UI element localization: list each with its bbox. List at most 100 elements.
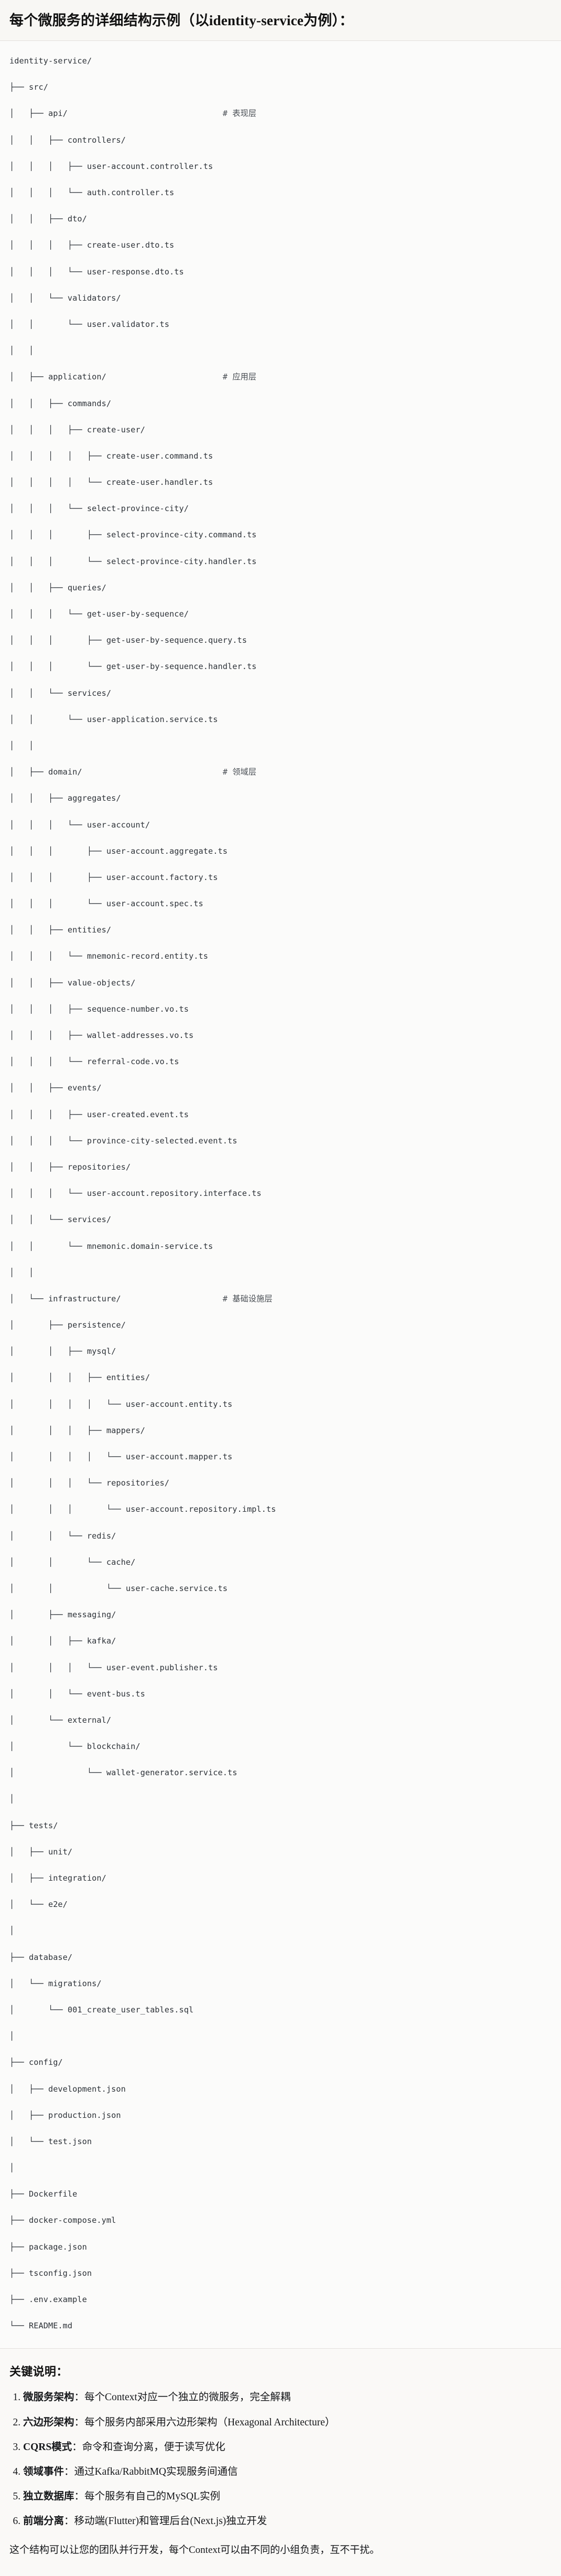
tree-row-path: │ └── test.json <box>9 2136 92 2146</box>
key-note-body: ：命令和查询分离，便于读写优化 <box>72 2441 225 2453</box>
tree-row-path: │ │ │ ├── entities/ <box>9 1373 150 1383</box>
tree-row-path: ├── Dockerfile <box>9 2189 78 2199</box>
tree-row-comment: # 基础设施层 <box>222 1294 273 1303</box>
tree-row-spacer <box>121 1294 223 1303</box>
tree-row-path: │ └── external/ <box>9 1715 112 1725</box>
tree-row-path: identity-service/ <box>9 56 92 66</box>
tree-row-path: │ ├── api/ <box>9 109 68 119</box>
tree-row: │ │ ├── aggregates/ <box>9 792 552 805</box>
tree-row: │ └── wallet-generator.service.ts <box>9 1766 552 1779</box>
tree-row-path: │ │ │ │ └── user-account.mapper.ts <box>9 1452 233 1462</box>
tree-row-spacer <box>106 372 223 381</box>
key-note-body: ：每个服务内部采用六边形架构（Hexagonal Architecture） <box>74 2416 336 2428</box>
key-note-label: CQRS模式 <box>23 2441 72 2453</box>
tree-row-path: └── README.md <box>9 2321 73 2331</box>
tree-row: │ │ └── services/ <box>9 687 552 700</box>
tree-row: │ <box>9 1924 552 1937</box>
tree-row: │ │ └── validators/ <box>9 292 552 305</box>
tree-row-path: │ │ │ ├── select-province-city.command.t… <box>9 530 257 540</box>
tree-row: │ │ └── user-application.service.ts <box>9 713 552 726</box>
key-note-item: 微服务架构：每个Context对应一个独立的微服务，完全解耦 <box>23 2390 552 2405</box>
tree-row: ├── package.json <box>9 2241 552 2254</box>
tree-row: │ │ ├── controllers/ <box>9 134 552 147</box>
tree-row: │ │ ├── mysql/ <box>9 1345 552 1358</box>
tree-row-path: │ ├── production.json <box>9 2110 121 2120</box>
tree-row: │ │ │ └── select-province-city.handler.t… <box>9 555 552 568</box>
tree-row-path: │ │ └── event-bus.ts <box>9 1689 145 1699</box>
tree-row: │ │ ├── commands/ <box>9 397 552 410</box>
key-note-label: 微服务架构 <box>23 2392 74 2403</box>
tree-row: ├── docker-compose.yml <box>9 2214 552 2227</box>
tree-row-path: │ │ └── cache/ <box>9 1557 136 1567</box>
tree-row-path: │ │ │ └── mnemonic-record.entity.ts <box>9 951 208 961</box>
tree-row: │ │ │ ├── user-account.aggregate.ts <box>9 845 552 858</box>
tree-row-path: │ │ ├── repositories/ <box>9 1162 131 1172</box>
tree-row-path: │ │ ├── aggregates/ <box>9 793 121 803</box>
tree-row: │ │ ├── repositories/ <box>9 1161 552 1174</box>
tree-row: │ ├── development.json <box>9 2083 552 2096</box>
directory-tree: identity-service/ ├── src/ │ ├── api/ # … <box>9 55 552 2333</box>
tree-row-path: │ │ │ ├── sequence-number.vo.ts <box>9 1004 189 1014</box>
tree-row: │ │ │ └── user-event.publisher.ts <box>9 1661 552 1674</box>
tree-row-path: │ │ │ │ ├── create-user.command.ts <box>9 451 213 461</box>
tree-row: ├── .env.example <box>9 2293 552 2306</box>
tree-row: │ <box>9 2030 552 2043</box>
tree-row: │ │ │ ├── sequence-number.vo.ts <box>9 1003 552 1016</box>
tree-row-path: │ │ │ ├── get-user-by-sequence.query.ts <box>9 635 247 645</box>
tree-row: │ │ │ └── province-city-selected.event.t… <box>9 1135 552 1148</box>
tree-row: │ │ │ ├── create-user/ <box>9 423 552 437</box>
tree-row: │ │ │ ├── create-user.dto.ts <box>9 239 552 252</box>
tree-row-path: │ │ ├── queries/ <box>9 582 106 592</box>
tree-row: │ │ │ └── user-account/ <box>9 819 552 832</box>
tree-row: │ └── 001_create_user_tables.sql <box>9 2003 552 2017</box>
tree-row: │ │ │ └── mnemonic-record.entity.ts <box>9 950 552 963</box>
tree-row-path: │ │ └── user-cache.service.ts <box>9 1583 228 1593</box>
tree-row: │ │ │ ├── get-user-by-sequence.query.ts <box>9 634 552 647</box>
tree-row: │ ├── integration/ <box>9 1872 552 1885</box>
tree-row-path: │ │ │ ├── user-created.event.ts <box>9 1109 189 1119</box>
tree-row-comment: # 应用层 <box>222 372 257 382</box>
tree-row: │ │ └── cache/ <box>9 1556 552 1569</box>
tree-row: │ │ │ ├── user-account.factory.ts <box>9 871 552 884</box>
tree-row-path: │ │ └── user.validator.ts <box>9 319 170 329</box>
tree-row-path: │ │ ├── value-objects/ <box>9 978 136 988</box>
tree-row: │ ├── domain/ # 领域层 <box>9 766 552 779</box>
tree-row: │ │ <box>9 739 552 752</box>
tree-row-path: │ ├── application/ <box>9 372 106 382</box>
tree-row: ├── Dockerfile <box>9 2188 552 2201</box>
tree-row: │ │ │ │ └── create-user.handler.ts <box>9 476 552 489</box>
tree-row-path: │ └── blockchain/ <box>9 1742 141 1752</box>
tree-row-path: │ │ │ ├── user-account.controller.ts <box>9 161 213 171</box>
tree-row-path: │ │ <box>9 740 34 750</box>
tree-row: │ └── e2e/ <box>9 1898 552 1911</box>
tree-row-path: │ │ │ └── get-user-by-sequence/ <box>9 609 189 619</box>
tree-row-path: │ └── e2e/ <box>9 1900 68 1910</box>
tree-row-path: ├── config/ <box>9 2058 63 2068</box>
tree-row: │ │ │ └── user-account.spec.ts <box>9 897 552 910</box>
tree-row: ├── tests/ <box>9 1819 552 1832</box>
key-note-item: CQRS模式：命令和查询分离，便于读写优化 <box>23 2440 552 2455</box>
tree-row-path: │ │ │ └── repositories/ <box>9 1478 170 1488</box>
tree-row-path: │ │ │ └── user-response.dto.ts <box>9 267 184 277</box>
tree-row: │ │ │ └── user-account.repository.interf… <box>9 1187 552 1200</box>
tree-row: │ │ ├── entities/ <box>9 924 552 937</box>
tree-row: │ └── blockchain/ <box>9 1740 552 1753</box>
tree-row: └── README.md <box>9 2319 552 2333</box>
tree-row-path: ├── package.json <box>9 2242 87 2252</box>
tree-row: │ │ │ └── user-account.repository.impl.t… <box>9 1503 552 1516</box>
tree-row-path: │ <box>9 1794 15 1804</box>
tree-row: │ │ ├── dto/ <box>9 213 552 226</box>
tree-row: │ └── external/ <box>9 1714 552 1727</box>
tree-row: ├── database/ <box>9 1951 552 1964</box>
tree-row: │ ├── persistence/ <box>9 1319 552 1332</box>
tree-row: │ │ │ ├── entities/ <box>9 1371 552 1384</box>
tree-row-path: │ │ └── user-application.service.ts <box>9 714 218 724</box>
tree-row: │ │ │ └── get-user-by-sequence/ <box>9 608 552 621</box>
tree-row-path: │ │ └── validators/ <box>9 293 121 303</box>
key-note-item: 六边形架构：每个服务内部采用六边形架构（Hexagonal Architectu… <box>23 2415 552 2431</box>
tree-row: │ │ │ ├── user-created.event.ts <box>9 1108 552 1121</box>
key-note-item: 领域事件：通过Kafka/RabbitMQ实现服务间通信 <box>23 2464 552 2480</box>
tree-row-path: │ │ ├── mysql/ <box>9 1347 116 1356</box>
tree-row: │ │ └── redis/ <box>9 1530 552 1543</box>
